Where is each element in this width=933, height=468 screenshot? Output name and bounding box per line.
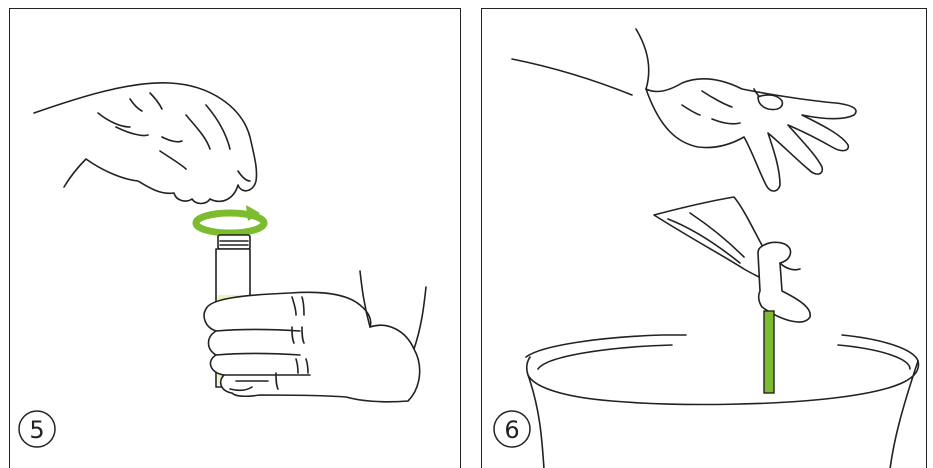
step-badge-5: 5 bbox=[18, 410, 56, 448]
hand-icon bbox=[203, 270, 427, 403]
step-number-5: 5 bbox=[29, 416, 44, 444]
step-5-panel: 5 bbox=[9, 8, 461, 468]
step-6-panel: 6 bbox=[481, 8, 927, 468]
hand-icon bbox=[33, 82, 258, 205]
step-6-illustration: 6 bbox=[493, 28, 920, 468]
rotate-arrow-icon bbox=[192, 205, 268, 237]
step-number-6: 6 bbox=[504, 416, 519, 444]
stick-icon bbox=[763, 310, 775, 394]
step-badge-6: 6 bbox=[493, 410, 531, 448]
step-5-illustration: 5 bbox=[18, 82, 427, 448]
hand-icon bbox=[511, 28, 857, 192]
bin-icon bbox=[525, 334, 920, 468]
collector-icon bbox=[653, 196, 811, 323]
